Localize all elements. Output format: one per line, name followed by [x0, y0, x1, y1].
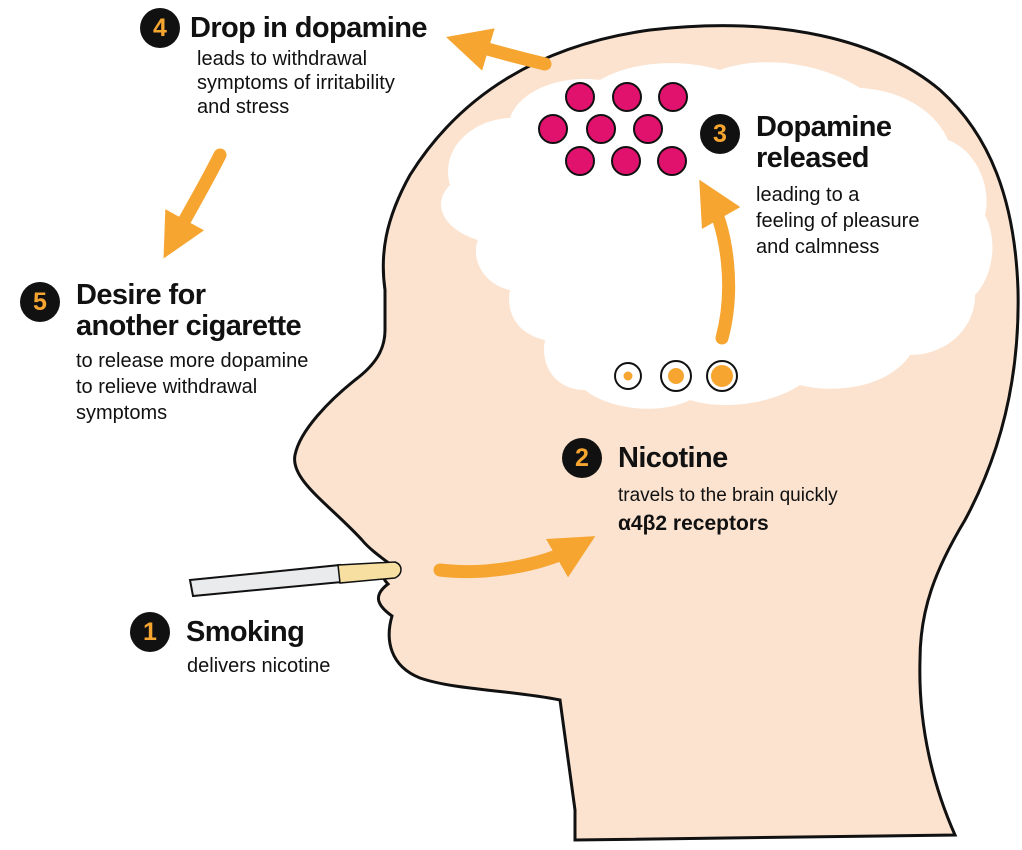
step-5-description: to release more dopamine to relieve with…	[76, 348, 308, 426]
receptor-core	[711, 365, 733, 387]
step-3-badge: 3	[700, 114, 740, 154]
dopamine-dot	[613, 83, 641, 111]
step-1-badge: 1	[130, 612, 170, 652]
dopamine-dot	[566, 147, 594, 175]
step-4-badge: 4	[140, 8, 180, 48]
arrow-dopamine-to-drop	[463, 42, 545, 64]
dopamine-dot	[659, 83, 687, 111]
step-3-description: leading to a feeling of pleasure and cal…	[756, 182, 919, 260]
step-4-title: Drop in dopamine	[190, 13, 427, 44]
dopamine-dot	[566, 83, 594, 111]
dopamine-dot	[539, 115, 567, 143]
arrow-drop-to-desire	[172, 155, 220, 243]
step-5-badge: 5	[20, 282, 60, 322]
step-1-smoking: 1 Smoking delivers nicotine	[130, 612, 330, 678]
cigarette	[190, 562, 401, 596]
step-1-title: Smoking	[186, 617, 304, 648]
dopamine-dot	[634, 115, 662, 143]
receptor-core	[624, 372, 633, 381]
step-5-desire: 5 Desire for another cigarette to releas…	[20, 280, 308, 426]
step-2-description: travels to the brain quickly	[618, 484, 838, 508]
step-5-title: Desire for another cigarette	[76, 280, 301, 342]
step-2-title: Nicotine	[618, 443, 728, 474]
cigarette-paper	[190, 565, 342, 596]
dopamine-dot	[612, 147, 640, 175]
step-4-drop-in-dopamine: 4 Drop in dopamine leads to withdrawal s…	[140, 8, 427, 119]
step-3-title: Dopamine released	[756, 112, 891, 174]
step-4-description: leads to withdrawal symptoms of irritabi…	[197, 47, 427, 119]
receptor-group	[615, 361, 737, 391]
step-2-receptors: α4β2 receptors	[618, 512, 838, 536]
step-2-nicotine: 2 Nicotine travels to the brain quickly …	[562, 438, 838, 536]
dopamine-dot	[658, 147, 686, 175]
step-2-badge: 2	[562, 438, 602, 478]
dopamine-dot	[587, 115, 615, 143]
step-3-dopamine-released: 3 Dopamine released leading to a feeling…	[700, 112, 919, 260]
step-1-description: delivers nicotine	[187, 654, 330, 678]
receptor-core	[668, 368, 684, 384]
